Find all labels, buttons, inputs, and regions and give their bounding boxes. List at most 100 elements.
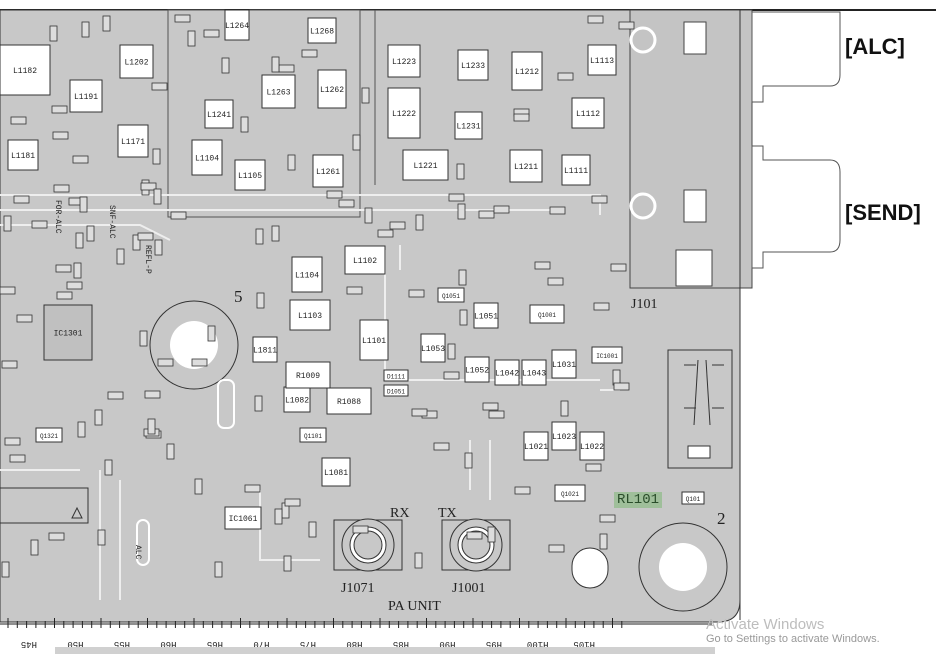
component-body	[681, 491, 705, 505]
net-label-alc: ALC	[133, 545, 142, 560]
smd-part	[157, 358, 174, 367]
activate-windows-watermark: Activate Windows Go to Settings to activ…	[706, 616, 880, 645]
component-ref-label: Q1021	[561, 491, 579, 498]
component-ref-label: IC1061	[229, 515, 258, 524]
component-body	[0, 44, 51, 96]
component-body	[224, 506, 262, 530]
j1001-label: J1001	[452, 581, 485, 596]
smd-part	[361, 87, 370, 104]
component-q1001: Q1001	[529, 304, 565, 324]
smd-part	[56, 291, 73, 300]
smd-part	[415, 214, 424, 231]
component-l1082: L1082	[283, 386, 311, 413]
ruler-label: H45	[21, 639, 37, 649]
relay-rl101-outline	[667, 349, 733, 469]
component-body	[289, 299, 331, 331]
component-l1031: L1031	[551, 349, 577, 379]
component-ref-label: L1023	[552, 433, 576, 442]
smd-part	[466, 531, 483, 540]
relay-label: RL101	[614, 492, 663, 508]
ruler-label: H70	[253, 639, 269, 649]
component-ref-label: L1052	[465, 367, 489, 376]
smd-part	[414, 552, 423, 569]
smd-part	[456, 163, 465, 180]
component-body	[511, 51, 543, 91]
component-l1023: L1023	[551, 421, 577, 451]
smd-part	[214, 561, 223, 578]
smd-parts-group	[0, 14, 635, 578]
ic1301-body	[43, 304, 93, 361]
component-ref-label: Q1051	[442, 293, 460, 300]
smd-part	[338, 199, 355, 208]
component-l1042: L1042	[494, 359, 520, 386]
smd-part	[487, 526, 496, 543]
component-body	[117, 124, 149, 158]
smd-part	[153, 188, 162, 205]
mounting-hole-center	[170, 321, 218, 369]
component-ref-label: L1113	[590, 57, 614, 66]
component-ref-label: L1081	[324, 469, 348, 478]
component-ref-label: L1212	[515, 68, 539, 77]
smd-part	[94, 409, 103, 426]
smd-part	[104, 459, 113, 476]
component-l1102: L1102	[344, 245, 386, 275]
smd-part	[534, 261, 551, 270]
smd-part	[513, 113, 530, 122]
component-body	[283, 386, 311, 413]
smd-part	[79, 196, 88, 213]
smd-part	[191, 358, 208, 367]
component-ref-label: IC1301	[54, 330, 83, 339]
smd-part	[10, 116, 27, 125]
component-body	[561, 154, 591, 186]
j101-outline	[629, 9, 753, 289]
component-ref-label: L1241	[207, 111, 231, 120]
smd-part	[203, 29, 220, 38]
component-ref-label: L1263	[266, 89, 290, 98]
component-ref-label: Q1101	[304, 433, 322, 440]
smd-part	[97, 529, 106, 546]
smd-part	[459, 309, 468, 326]
smd-part	[308, 521, 317, 538]
component-ref-label: L1261	[316, 168, 340, 177]
smd-part	[166, 443, 175, 460]
component-ref-label: L1262	[320, 86, 344, 95]
component-r1009: R1009	[285, 361, 331, 389]
component-ref-label: L1082	[285, 397, 309, 406]
component-body	[587, 44, 617, 76]
component-body	[312, 154, 344, 188]
component-l1112: L1112	[571, 97, 605, 129]
component-ref-label: L1181	[11, 152, 35, 161]
component-body	[261, 74, 296, 109]
component-body	[191, 139, 223, 176]
smd-part	[364, 207, 373, 224]
smd-part	[31, 220, 48, 229]
smd-part	[48, 532, 65, 541]
component-body	[591, 346, 623, 364]
smd-part	[116, 248, 125, 265]
component-body	[317, 69, 347, 109]
smd-part	[560, 400, 569, 417]
alc-connector-tab	[751, 11, 841, 103]
component-ref-label: L1221	[413, 162, 437, 171]
component-l1043: L1043	[521, 359, 547, 386]
component-body	[119, 44, 154, 79]
smd-part	[433, 442, 450, 451]
component-body	[383, 369, 409, 382]
component-ref-label: L1021	[524, 443, 548, 452]
smd-part	[51, 105, 68, 114]
component-ref-label: L1268	[310, 28, 334, 37]
smd-part	[1, 360, 18, 369]
smd-part	[53, 184, 70, 193]
ruler-label: H65	[207, 639, 223, 649]
component-l1233: L1233	[457, 49, 489, 81]
component-l1222: L1222	[387, 87, 421, 139]
component-body	[473, 302, 499, 329]
component-ref-label: L1233	[461, 62, 485, 71]
smd-part	[187, 30, 196, 47]
horizontal-scrollbar[interactable]	[55, 647, 715, 654]
component-body	[69, 79, 103, 113]
smd-part	[4, 437, 21, 446]
component-l1191: L1191	[69, 79, 103, 113]
component-l1053: L1053	[420, 333, 446, 363]
